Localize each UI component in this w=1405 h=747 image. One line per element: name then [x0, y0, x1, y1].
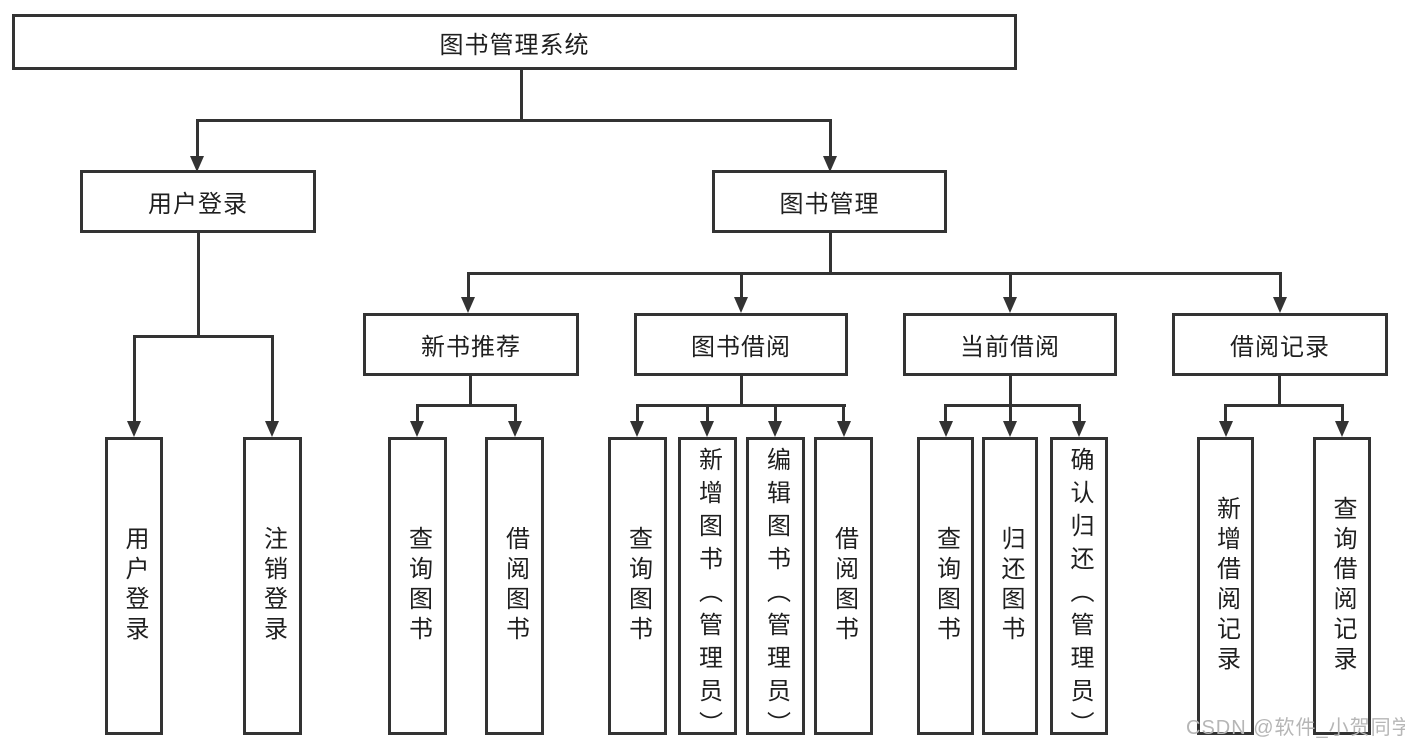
connector-drop [513, 404, 517, 423]
node-new-book-recommendation: 新书推荐 [363, 313, 579, 376]
connector-new-book-branch [415, 404, 517, 407]
connector-drop-current-borrow [1008, 272, 1012, 299]
leaf-query-books-label: 查询图书 [624, 526, 652, 646]
node-current-borrowing-label: 当前借阅 [960, 334, 1060, 361]
leaf-user-login: 用户登录 [105, 437, 163, 735]
connector-drop [705, 404, 709, 423]
watermark: CSDN @软件_小贺同学 [1186, 717, 1405, 739]
connector-drop [635, 404, 639, 423]
leaf-confirm-return-admin: 确认归还（管理员） [1050, 437, 1108, 744]
connector-drop [842, 404, 845, 423]
arrowhead-icon [410, 421, 424, 437]
leaf-user-login-label: 用户登录 [121, 526, 148, 646]
leaf-add-borrow-record: 新增借阅记录 [1197, 437, 1254, 735]
node-book-borrowing: 图书借阅 [634, 313, 848, 376]
node-borrowing-records-label: 借阅记录 [1230, 334, 1330, 361]
node-book-management-label: 图书管理 [779, 191, 880, 218]
connector-current-borrow-branch [944, 404, 1081, 407]
leaf-query-books-recommend: 查询图书 [388, 437, 447, 735]
leaf-query-books-label: 查询图书 [404, 526, 432, 646]
node-borrowing-records: 借阅记录 [1172, 313, 1388, 376]
arrowhead-icon [1335, 421, 1349, 437]
connector-book-management-branch [466, 272, 1282, 275]
arrowhead-icon [1273, 297, 1287, 313]
leaf-query-borrow-record-label: 查询借阅记录 [1329, 496, 1356, 676]
connector-user-login-branch [132, 335, 274, 338]
connector-root-stem [519, 67, 523, 121]
arrowhead-icon [265, 421, 279, 437]
connector-book-borrow-branch [635, 404, 846, 407]
leaf-add-books-admin: 新增图书（管理员） [678, 437, 737, 744]
leaf-confirm-return-admin-label: 确认归还（管理员） [1066, 447, 1093, 744]
arrowhead-icon [190, 156, 204, 172]
connector-drop-leaf-user-login [132, 335, 136, 423]
connector-book-borrow-stem [739, 376, 743, 406]
connector-drop [1224, 404, 1227, 423]
node-user-login-label: 用户登录 [148, 191, 248, 218]
leaf-add-borrow-record-label: 新增借阅记录 [1212, 496, 1240, 676]
connector-drop-user-login [195, 119, 199, 158]
connector-drop-leaf-logout [270, 335, 274, 423]
connector-current-borrow-stem [1008, 376, 1012, 406]
leaf-borrow-books-label: 借阅图书 [501, 526, 529, 646]
connector-drop [1077, 404, 1081, 423]
connector-borrow-records-branch [1224, 404, 1343, 407]
connector-drop [773, 404, 777, 423]
arrowhead-icon [461, 297, 475, 313]
connector-drop-book-management [828, 119, 832, 158]
leaf-query-borrow-record: 查询借阅记录 [1313, 437, 1371, 735]
leaf-query-books-current: 查询图书 [917, 437, 974, 735]
leaf-query-books-label: 查询图书 [932, 526, 960, 646]
leaf-borrow-books-label: 借阅图书 [830, 526, 858, 646]
connector-drop [1340, 404, 1344, 423]
arrowhead-icon [508, 421, 522, 437]
leaf-logout-label: 注销登录 [259, 526, 287, 646]
connector-drop-new-book [466, 272, 470, 299]
arrowhead-icon [823, 156, 837, 172]
arrowhead-icon [768, 421, 782, 437]
node-current-borrowing: 当前借阅 [903, 313, 1117, 376]
arrowhead-icon [1218, 421, 1233, 437]
leaf-borrow-books-borrowing: 借阅图书 [814, 437, 873, 735]
leaf-logout: 注销登录 [243, 437, 302, 735]
leaf-edit-books-admin: 编辑图书（管理员） [746, 437, 805, 744]
leaf-return-books: 归还图书 [982, 437, 1038, 735]
connector-user-login-stem [196, 233, 200, 337]
leaf-query-books-borrowing: 查询图书 [608, 437, 667, 735]
arrowhead-icon [630, 421, 644, 437]
arrowhead-icon [127, 421, 141, 437]
connector-new-book-stem [468, 376, 472, 406]
connector-root-branch [195, 119, 832, 122]
arrowhead-icon [700, 421, 714, 437]
leaf-borrow-books-recommend: 借阅图书 [485, 437, 544, 735]
leaf-edit-books-admin-label: 编辑图书（管理员） [762, 447, 790, 744]
connector-drop [415, 404, 419, 423]
node-new-book-recommendation-label: 新书推荐 [421, 334, 521, 361]
connector-drop [944, 404, 947, 423]
leaf-return-books-label: 归还图书 [997, 526, 1024, 646]
connector-drop-borrow-records [1278, 272, 1282, 299]
node-book-borrowing-label: 图书借阅 [691, 334, 791, 361]
arrowhead-icon [1003, 297, 1017, 313]
connector-book-management-stem [828, 233, 832, 274]
node-library-system: 图书管理系统 [12, 14, 1017, 70]
node-user-login: 用户登录 [80, 170, 316, 233]
connector-drop-book-borrow [739, 272, 743, 299]
arrowhead-icon [1003, 421, 1017, 437]
arrowhead-icon [734, 297, 748, 313]
arrowhead-icon [836, 421, 851, 437]
connector-drop [1008, 404, 1012, 423]
node-library-system-label: 图书管理系统 [439, 31, 590, 59]
leaf-add-books-admin-label: 新增图书（管理员） [694, 447, 722, 744]
connector-borrow-records-stem [1277, 376, 1281, 406]
arrowhead-icon [938, 421, 953, 437]
arrowhead-icon [1072, 421, 1086, 437]
node-book-management: 图书管理 [712, 170, 947, 233]
